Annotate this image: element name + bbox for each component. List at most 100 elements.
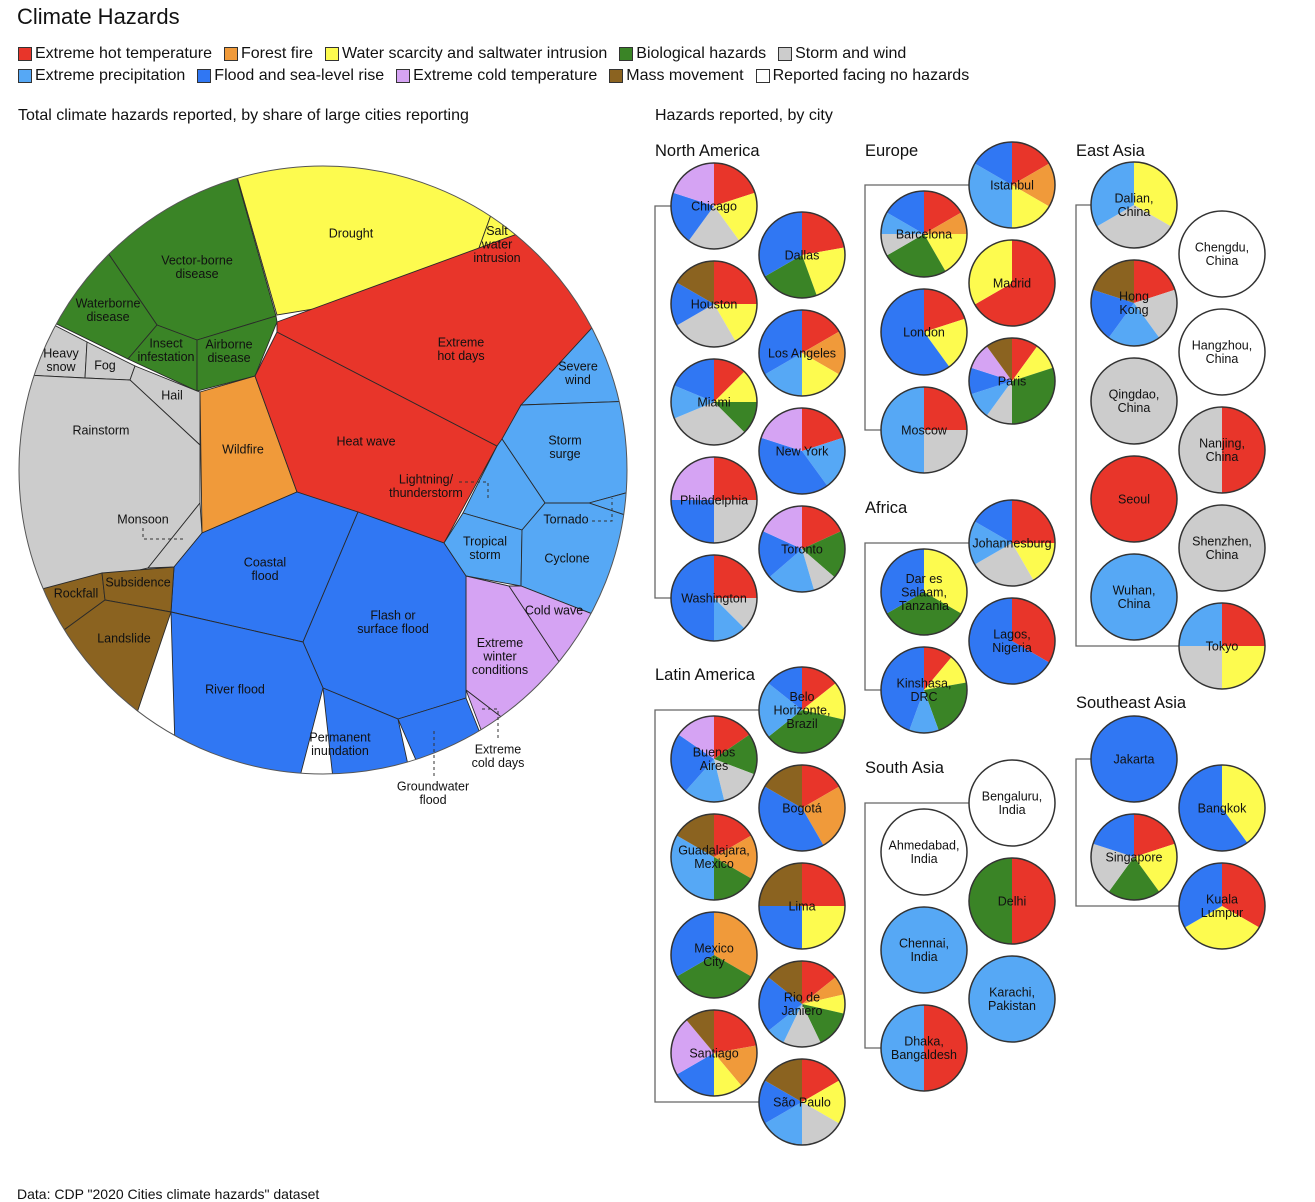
legend-swatch bbox=[396, 69, 411, 83]
pie-slice-fire bbox=[714, 912, 757, 977]
pie-slice-storm bbox=[714, 500, 757, 543]
pie-slice-cold bbox=[678, 716, 714, 759]
pie-outline bbox=[1090, 813, 1178, 901]
city-label: Chennai,India bbox=[899, 937, 949, 965]
pie-slice-cold bbox=[971, 346, 1012, 381]
pie-slice-flood bbox=[674, 359, 714, 402]
city-pie: Dallas bbox=[758, 211, 846, 299]
pie-slice-hot bbox=[802, 667, 836, 710]
pie-slice-none bbox=[881, 809, 967, 895]
treemap-cell-airborne-disease bbox=[196, 315, 278, 392]
city-label: Philadelphia bbox=[680, 493, 748, 507]
city-label: Toronto bbox=[781, 542, 823, 556]
city-pie: New York bbox=[758, 407, 846, 495]
city-label: Guadalajara,Mexico bbox=[678, 844, 750, 872]
pie-outline bbox=[670, 554, 758, 642]
city-label: Dhaka,Bangaldesh bbox=[891, 1035, 957, 1063]
treemap-cell-label: Landslide bbox=[97, 631, 151, 645]
pie-outline bbox=[880, 1004, 968, 1092]
city-pie: Istanbul bbox=[968, 141, 1056, 229]
pie-slice-mass bbox=[768, 961, 802, 1004]
legend-label: Storm and wind bbox=[795, 45, 907, 62]
treemap-cell-label: Hail bbox=[161, 388, 183, 402]
treemap-cell-severe-wind bbox=[519, 231, 627, 406]
pie-slice-hot bbox=[1134, 814, 1175, 857]
pie-outline bbox=[758, 666, 846, 754]
pie-slice-storm bbox=[1091, 358, 1177, 444]
pie-outline bbox=[670, 456, 758, 544]
pie-outline bbox=[880, 288, 968, 376]
region-bracket bbox=[864, 184, 969, 431]
pie-outline bbox=[968, 337, 1056, 425]
pie-slice-flood bbox=[759, 310, 802, 375]
city-label: Miami bbox=[697, 395, 730, 409]
pie-slice-flood bbox=[1091, 289, 1134, 338]
pie-outline bbox=[968, 597, 1056, 685]
pie-slice-mass bbox=[986, 338, 1012, 381]
pie-slice-hot bbox=[802, 506, 842, 549]
pie-slice-storm bbox=[1179, 407, 1222, 493]
pie-outline bbox=[758, 764, 846, 852]
region-bracket bbox=[654, 709, 759, 1103]
treemap-cell-label: Rainstorm bbox=[73, 423, 130, 437]
city-pie: Jakarta bbox=[1090, 715, 1178, 803]
pie-slice-flood bbox=[759, 786, 824, 851]
city-pie: Miami bbox=[670, 358, 758, 446]
city-label: Bangkok bbox=[1198, 801, 1247, 815]
pie-slice-hot bbox=[1222, 603, 1265, 646]
pie-slice-hot bbox=[714, 457, 757, 500]
city-label: Istanbul bbox=[990, 178, 1034, 192]
city-pie: Houston bbox=[670, 260, 758, 348]
pie-slice-storm bbox=[676, 304, 736, 347]
treemap-cell-river-flood bbox=[98, 611, 324, 774]
pie-slice-flood bbox=[768, 667, 802, 710]
city-label: Bengaluru,India bbox=[982, 790, 1042, 818]
pie-slice-water bbox=[1222, 646, 1265, 689]
pie-slice-storm bbox=[688, 206, 740, 250]
city-pie: Chengdu,China bbox=[1178, 210, 1266, 298]
city-pie: Santiago bbox=[670, 1009, 758, 1097]
city-pie: Moscow bbox=[880, 386, 968, 474]
treemap-cell-label: Monsoon bbox=[117, 512, 168, 526]
pie-outline bbox=[880, 548, 968, 636]
pie-slice-flood bbox=[671, 500, 714, 543]
legend-item-mass: Mass movement bbox=[609, 67, 744, 85]
pie-slice-flood bbox=[1179, 765, 1248, 851]
pie-slice-hot bbox=[1222, 863, 1265, 928]
city-label: Nanjing,China bbox=[1199, 437, 1245, 465]
pie-slice-precip bbox=[881, 1005, 924, 1091]
region-bracket bbox=[1075, 204, 1179, 647]
pie-slice-precip bbox=[685, 759, 725, 802]
pie-slice-cold bbox=[761, 408, 802, 451]
pie-slice-fire bbox=[802, 331, 845, 375]
pie-slice-flood bbox=[759, 212, 802, 277]
city-pie: Toronto bbox=[758, 505, 846, 593]
leader-line bbox=[592, 498, 613, 522]
pie-slice-bio bbox=[1108, 857, 1160, 900]
pie-slice-hot bbox=[714, 261, 757, 304]
city-label: London bbox=[903, 325, 945, 339]
pie-slice-hot bbox=[714, 359, 745, 402]
treemap-cell-label: River flood bbox=[205, 682, 265, 696]
pie-outline bbox=[670, 358, 758, 446]
pie-slice-cold bbox=[671, 457, 714, 500]
treemap-cell-label: Cold wave bbox=[525, 603, 583, 617]
pie-slice-bio bbox=[802, 531, 845, 578]
pie-slice-precip bbox=[802, 437, 846, 486]
pie-slice-bio bbox=[886, 234, 946, 278]
pie-slice-bio bbox=[886, 592, 962, 635]
pie-slice-water bbox=[924, 549, 967, 614]
